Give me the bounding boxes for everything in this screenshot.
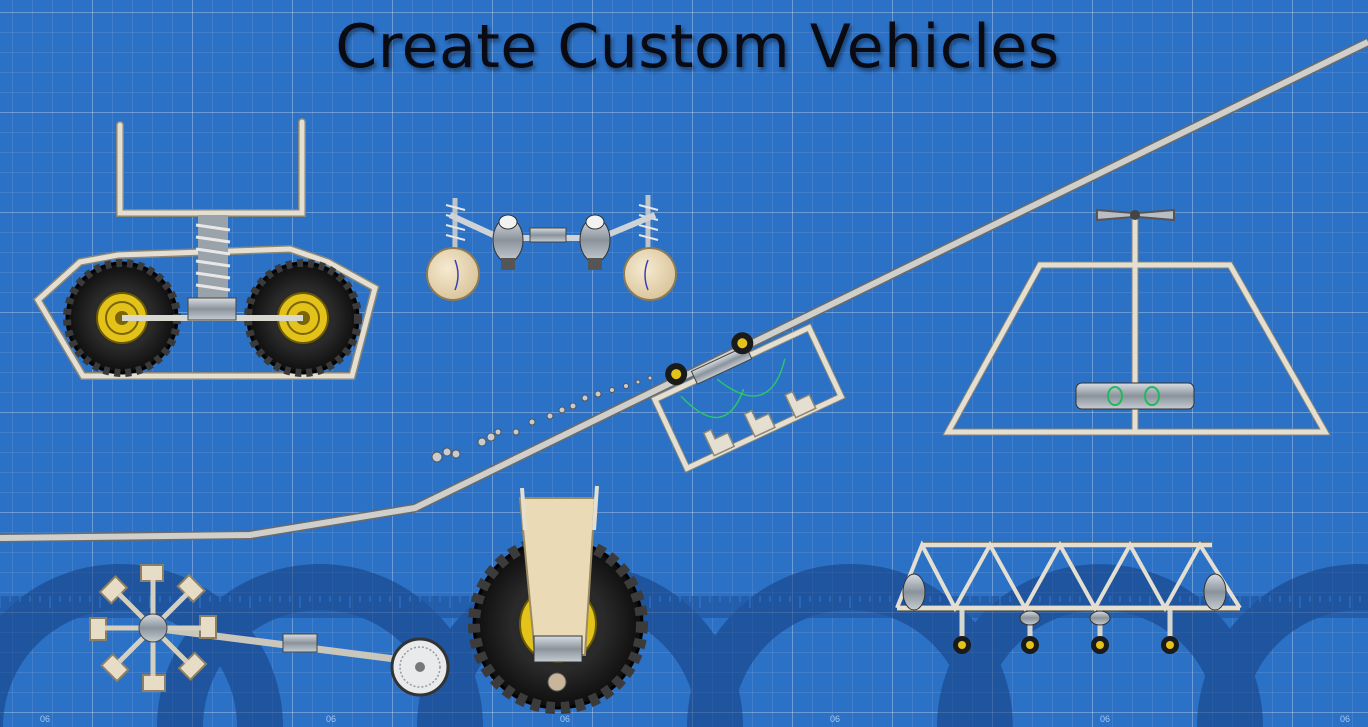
vehicle-suspension-car[interactable] (426, 195, 677, 301)
thruster (579, 214, 611, 270)
spring-coil (195, 215, 231, 305)
ruler-number: 06 (560, 714, 570, 724)
vehicle-monster-truck[interactable] (32, 118, 380, 380)
ruler-number: 06 (326, 714, 336, 724)
ruler-number: 06 (830, 714, 840, 724)
thruster (902, 573, 1227, 611)
ramp-beam (0, 37, 1368, 543)
ruler-number: 06 (40, 714, 50, 724)
vehicle-unicycle[interactable] (468, 485, 648, 714)
thruster (492, 214, 524, 270)
debris-particles (431, 375, 653, 463)
vehicle-helicopter-frame[interactable] (942, 208, 1332, 436)
vehicle-pinwheel[interactable] (89, 564, 450, 697)
ruler-labels: 06 06 06 06 06 06 (40, 714, 1350, 724)
ruler-number: 06 (1100, 714, 1110, 724)
ruler-number: 06 (1340, 714, 1350, 724)
vehicle-climbing-cart[interactable] (644, 305, 846, 474)
vehicle-truss-train[interactable] (895, 540, 1242, 654)
